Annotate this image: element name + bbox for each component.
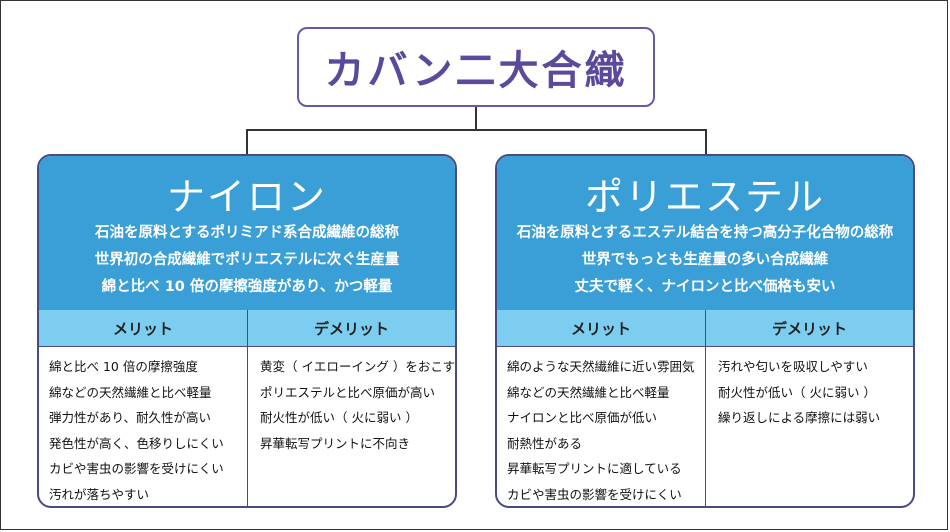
merit-item: 発色性が高く、色移りしにくい xyxy=(49,435,224,451)
demerit-header: デメリット xyxy=(705,310,913,346)
description-line: 丈夫で軽く、ナイロンと比べ価格も安い xyxy=(574,279,836,295)
card-nylon: ナイロン 石油を原料とするポリミアド系合成繊維の総称 世界初の合成繊維でポリエス… xyxy=(37,154,457,508)
connector-vertical-top xyxy=(475,107,477,130)
description-line: 綿と比べ 10 倍の摩擦強度があり、かつ軽量 xyxy=(101,279,393,295)
description-line: 石油を原料とするポリミアド系合成繊維の総称 xyxy=(94,225,400,241)
demerit-list: 黄変（ イエローイング ）をおこす ポリエステルと比べ原価が高い 耐火性が低い（… xyxy=(247,346,455,506)
demerit-header: デメリット xyxy=(247,310,455,346)
merit-list: 綿のような天然繊維に近い雰囲気 綿などの天然繊維と比べ軽量 ナイロンと比べ原価が… xyxy=(497,346,705,506)
demerit-item: 昇華転写プリントに不向き xyxy=(260,435,411,451)
title-box: カバン二大合織 xyxy=(297,27,655,107)
merit-item: 昇華転写プリントに適している xyxy=(507,461,682,476)
card-description: 石油を原料とするエステル結合を持つ高分子化合物の総称 世界でもっとも生産量の多い… xyxy=(497,220,913,301)
merit-item: 耐熱性がある xyxy=(507,435,583,451)
merit-item: 弾力性があり、耐久性が高い xyxy=(49,410,212,425)
card-description: 石油を原料とするポリミアド系合成繊維の総称 世界初の合成繊維でポリエステルに次ぐ… xyxy=(39,220,455,301)
merit-header: メリット xyxy=(497,310,705,346)
demerit-item: 耐火性が低い（ 火に弱い ） xyxy=(260,410,418,425)
card-polyester: ポリエステル 石油を原料とするエステル結合を持つ高分子化合物の総称 世界でもっと… xyxy=(495,154,915,508)
demerit-item: 繰り返しによる摩擦には弱い xyxy=(718,410,881,425)
connector-left-drop xyxy=(246,129,248,155)
demerit-item: 黄変（ イエローイング ）をおこす xyxy=(260,359,456,374)
merit-item: 綿のような天然繊維に近い雰囲気 xyxy=(507,359,695,374)
merit-list: 綿と比べ 10 倍の摩擦強度 綿などの天然繊維と比べ軽量 弾力性があり、耐久性が… xyxy=(39,346,247,506)
merit-header: メリット xyxy=(39,310,247,346)
demerit-list: 汚れや匂いを吸収しやすい 耐火性が低い（ 火に弱い ） 繰り返しによる摩擦には弱… xyxy=(705,346,913,506)
merit-item: 綿などの天然繊維と比べ軽量 xyxy=(507,384,670,400)
merit-item: 汚れが落ちやすい xyxy=(49,486,150,502)
demerit-item: 汚れや匂いを吸収しやすい xyxy=(718,359,868,374)
description-line: 石油を原料とするエステル結合を持つ高分子化合物の総称 xyxy=(516,225,894,241)
demerit-item: 耐火性が低い（ 火に弱い ） xyxy=(718,384,876,400)
merit-item: カビや害虫の影響を受けにくい xyxy=(507,486,682,502)
description-line: 世界でもっとも生産量の多い合成繊維 xyxy=(581,252,829,268)
connector-right-drop xyxy=(705,129,707,155)
description-line: 世界初の合成繊維でポリエステルに次ぐ生産量 xyxy=(94,252,400,268)
merit-item: 綿と比べ 10 倍の摩擦強度 xyxy=(49,359,198,374)
diagram-title: カバン二大合織 xyxy=(324,48,628,94)
card-header: ナイロン 石油を原料とするポリミアド系合成繊維の総称 世界初の合成繊維でポリエス… xyxy=(39,156,455,310)
connector-horizontal xyxy=(247,129,707,131)
merit-item: カビや害虫の影響を受けにくい xyxy=(49,461,224,476)
merit-item: ナイロンと比べ原価が低い xyxy=(507,410,658,425)
merit-item: 綿などの天然繊維と比べ軽量 xyxy=(49,384,212,400)
card-header: ポリエステル 石油を原料とするエステル結合を持つ高分子化合物の総称 世界でもっと… xyxy=(497,156,913,310)
card-title: ポリエステル xyxy=(584,175,825,219)
demerit-item: ポリエステルと比べ原価が高い xyxy=(260,384,436,400)
card-title: ナイロン xyxy=(166,175,327,219)
